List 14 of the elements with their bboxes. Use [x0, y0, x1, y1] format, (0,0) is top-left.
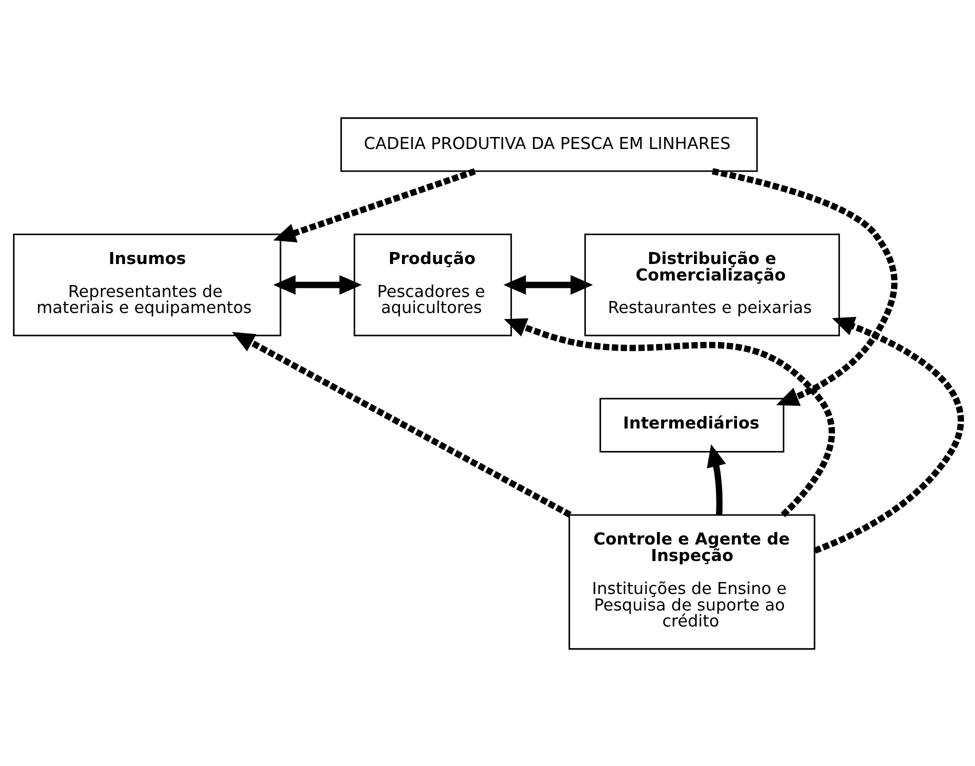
arrow — [814, 316, 964, 554]
arrow — [706, 444, 726, 515]
node-box: CADEIA PRODUTIVA DA PESCA EM LINHARES — [340, 116, 758, 172]
node-box: Intermediários — [600, 397, 784, 452]
arrow — [504, 318, 835, 517]
arrow — [273, 168, 476, 242]
arrow — [503, 274, 593, 294]
node-box: Insumos Representantes de materiais e equipamentos — [13, 233, 282, 336]
node-box: Produção Pescadores e aquicultores — [354, 233, 512, 336]
node-box: Controle e Agente de Inspeção Instituições de Ensino e Pesquisa de suporte ao crédito — [568, 514, 816, 650]
arrow — [712, 168, 898, 406]
node-box: Distribuição e Comercialização Restaurantes e peixarias — [584, 233, 840, 336]
arrow — [273, 274, 362, 294]
arrow — [232, 332, 572, 518]
